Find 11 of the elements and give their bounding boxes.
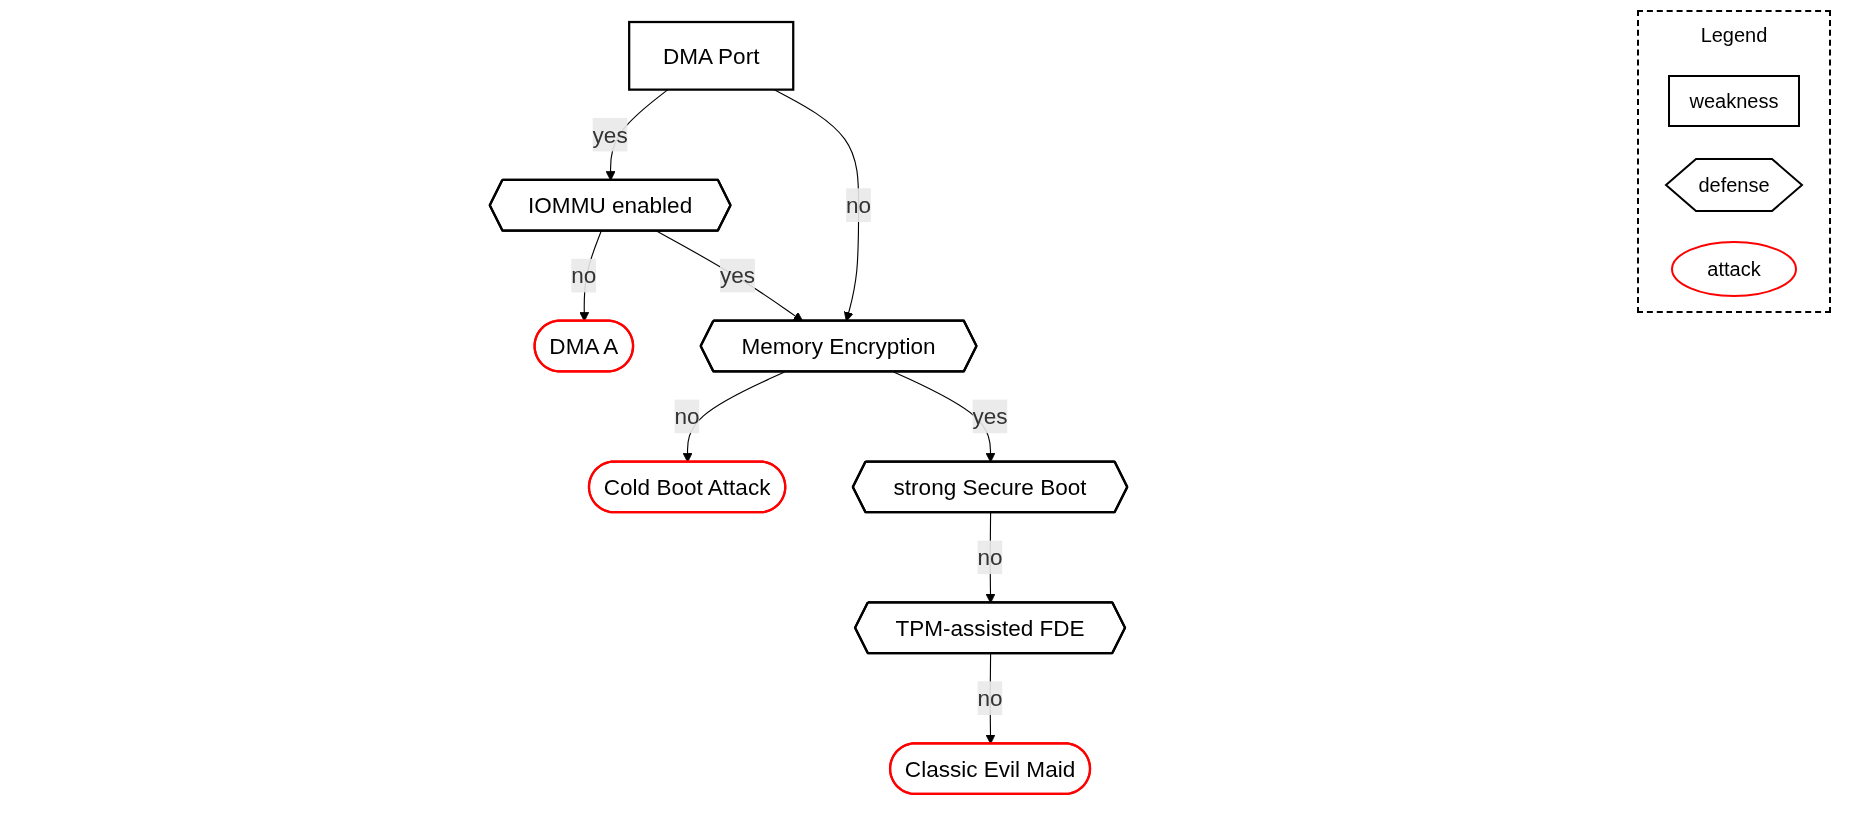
node-box: DMA Port [628,20,795,91]
edge-label: yes [719,263,756,288]
edge-label: no [674,404,700,429]
legend-title: Legend [1700,24,1768,47]
edge-label: no [977,544,1003,570]
edge-label: yes [972,404,1008,429]
edge-label: no [977,685,1003,711]
edge-label: yes [592,122,628,148]
edge-label: no [571,263,597,288]
edge-label: no [846,192,872,218]
legend-key: defense [1664,155,1804,215]
